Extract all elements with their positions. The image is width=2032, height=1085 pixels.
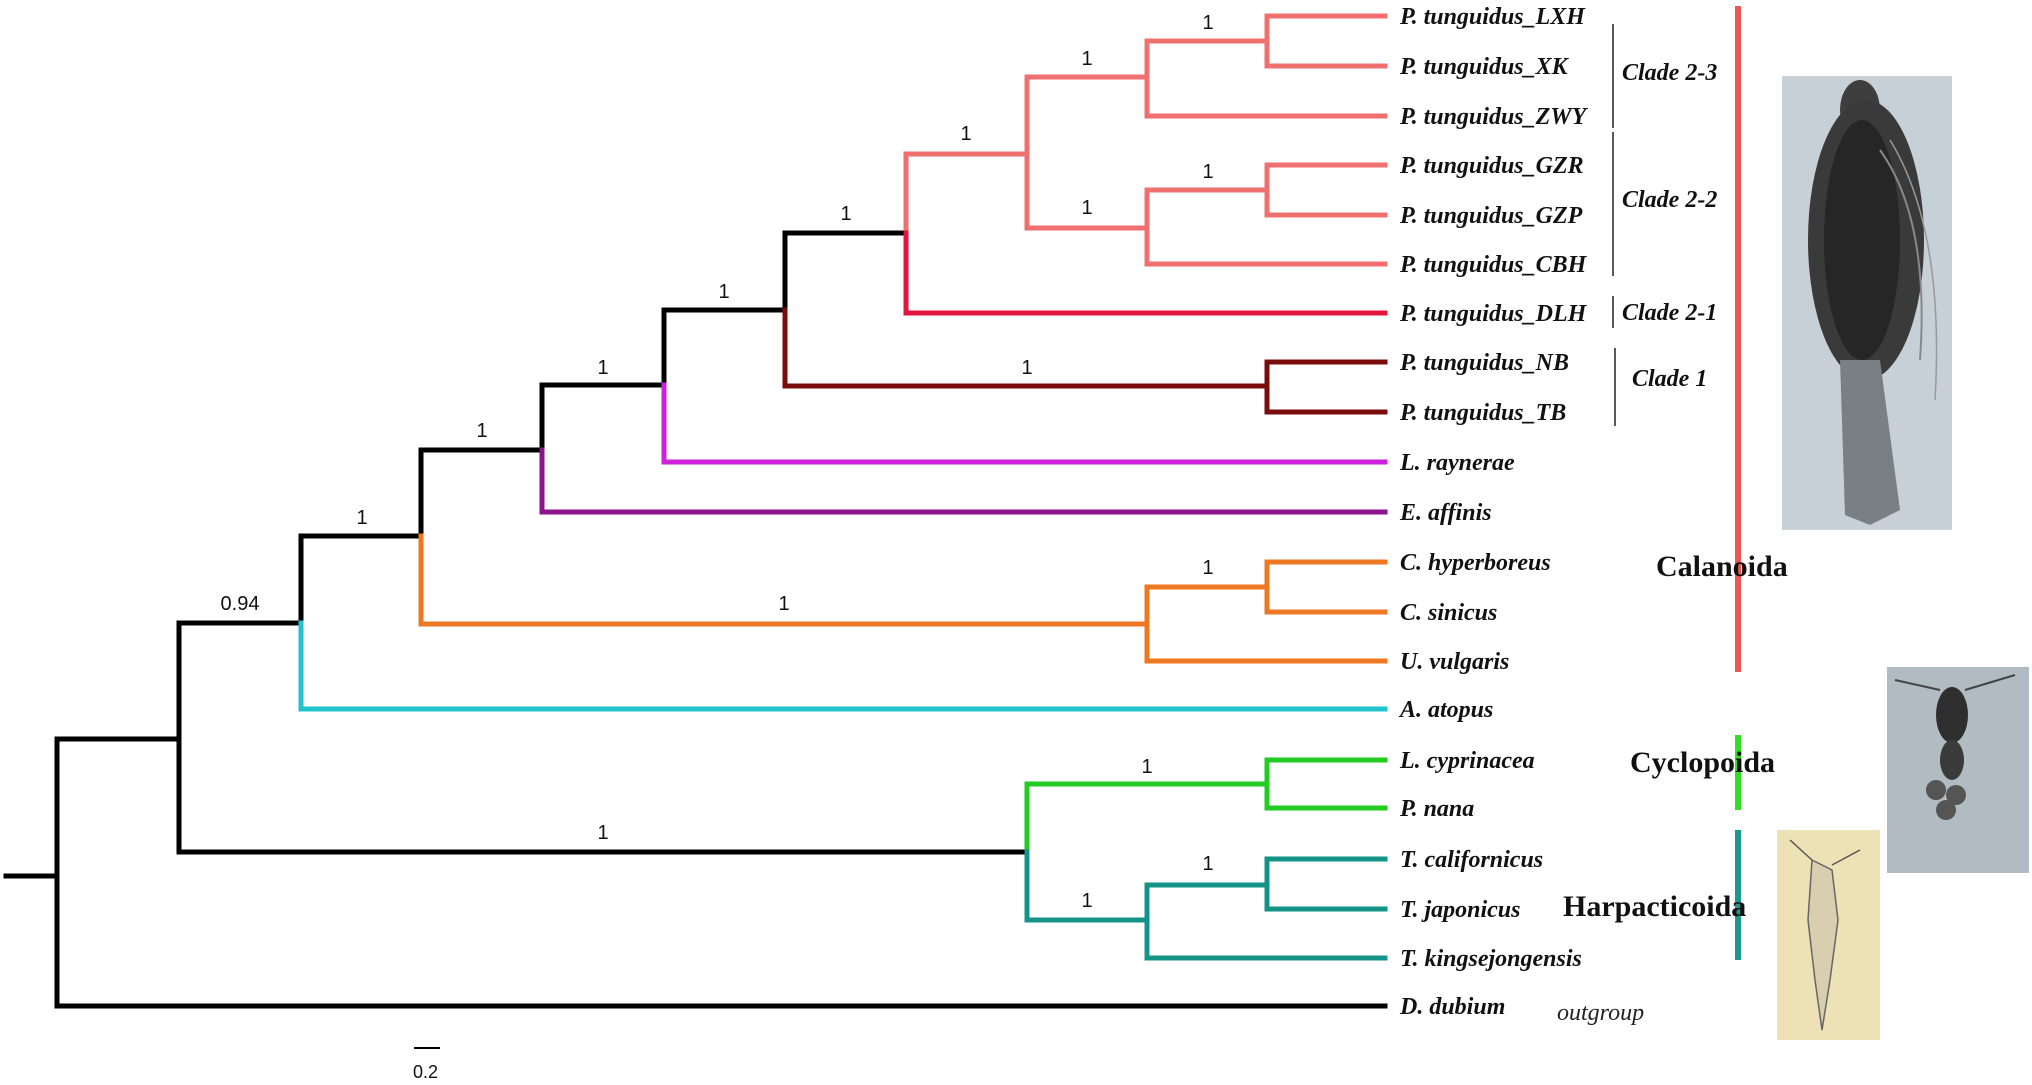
taxon-label: L. cyprinacea <box>1399 748 1535 774</box>
cyclopoida-photo <box>1887 667 2029 873</box>
taxon-label: P. tunguidus_CBH <box>1399 252 1588 278</box>
taxon-label: P. tunguidus_LXH <box>1399 4 1586 30</box>
taxon-label: C. hyperboreus <box>1400 550 1551 576</box>
taxon-labels: P. tunguidus_LXH P. tunguidus_XK P. tung… <box>1398 4 1589 1020</box>
taxon-label: P. tunguidus_XK <box>1399 54 1570 80</box>
taxon-label: T. japonicus <box>1400 897 1520 923</box>
outgroup-label: outgroup <box>1557 1000 1644 1026</box>
taxon-label: P. tunguidus_TB <box>1399 400 1566 426</box>
order-label-cyclopoida: Cyclopoida <box>1630 746 1775 779</box>
support-cyclo: 1 <box>1141 756 1152 778</box>
taxon-label: P. nana <box>1399 796 1474 822</box>
support-clade22: 1 <box>1081 197 1092 219</box>
clade-brackets <box>1612 24 1616 426</box>
support-calanoida-a: 1 <box>356 507 367 529</box>
tree-branches <box>3 13 1388 1009</box>
clade-label-2-3: Clade 2-3 <box>1622 60 1717 86</box>
support-lxh-xk: 1 <box>1202 12 1213 34</box>
taxon-label: P. tunguidus_GZR <box>1399 153 1584 179</box>
taxon-label: P. tunguidus_DLH <box>1399 301 1588 327</box>
support-root-inner: 0.94 <box>221 593 260 615</box>
taxon-label: P. tunguidus_ZWY <box>1399 104 1589 130</box>
taxon-label: E. affinis <box>1399 500 1492 526</box>
taxon-label: C. sinicus <box>1400 600 1497 626</box>
taxon-label: P. tunguidus_GZP <box>1399 203 1583 229</box>
taxon-label: U. vulgaris <box>1400 649 1509 675</box>
support-calanus-pair: 1 <box>1202 557 1213 579</box>
support-cyclo-harpa: 1 <box>597 822 608 844</box>
clade-label-2-2: Clade 2-2 <box>1622 187 1717 213</box>
taxon-label: L. raynerae <box>1399 450 1515 476</box>
support-calanus-group: 1 <box>778 593 789 615</box>
support-ptung-23-22: 1 <box>960 123 971 145</box>
scale-label: 0.2 <box>413 1062 438 1082</box>
support-values: 0.94 1 1 1 1 1 1 1 1 1 1 1 1 1 1 1 1 1 <box>221 12 1214 912</box>
harpacticoida-photo <box>1777 830 1880 1040</box>
taxon-label: D. dubium <box>1399 994 1505 1020</box>
order-label-harpacticoida: Harpacticoida <box>1563 890 1746 923</box>
taxon-label: P. tunguidus_NB <box>1399 350 1569 376</box>
taxon-label: T. californicus <box>1400 847 1543 873</box>
support-clade1: 1 <box>1021 357 1032 379</box>
clade-label-2-1: Clade 2-1 <box>1622 300 1717 326</box>
support-tigriopus-pair: 1 <box>1202 853 1213 875</box>
calanoida-photo <box>1782 76 1952 530</box>
clade-label-1: Clade 1 <box>1632 366 1707 392</box>
scale-bar: 0.2 <box>413 1047 440 1082</box>
order-labels: Calanoida Cyclopoida Harpacticoida <box>1563 550 1788 923</box>
order-label-calanoida: Calanoida <box>1656 550 1788 583</box>
taxon-label: T. kingsejongensis <box>1400 946 1582 972</box>
taxon-label: A. atopus <box>1398 697 1493 723</box>
clade-labels: Clade 2-3 Clade 2-2 Clade 2-1 Clade 1 <box>1622 60 1717 392</box>
support-calanoida-b: 1 <box>476 420 487 442</box>
support-calanoida-c: 1 <box>597 357 608 379</box>
support-clade23: 1 <box>1081 48 1092 70</box>
support-gzr-gzp: 1 <box>1202 161 1213 183</box>
support-calanoida-d: 1 <box>718 281 729 303</box>
support-harpa: 1 <box>1081 890 1092 912</box>
support-calanoida-e: 1 <box>840 203 851 225</box>
